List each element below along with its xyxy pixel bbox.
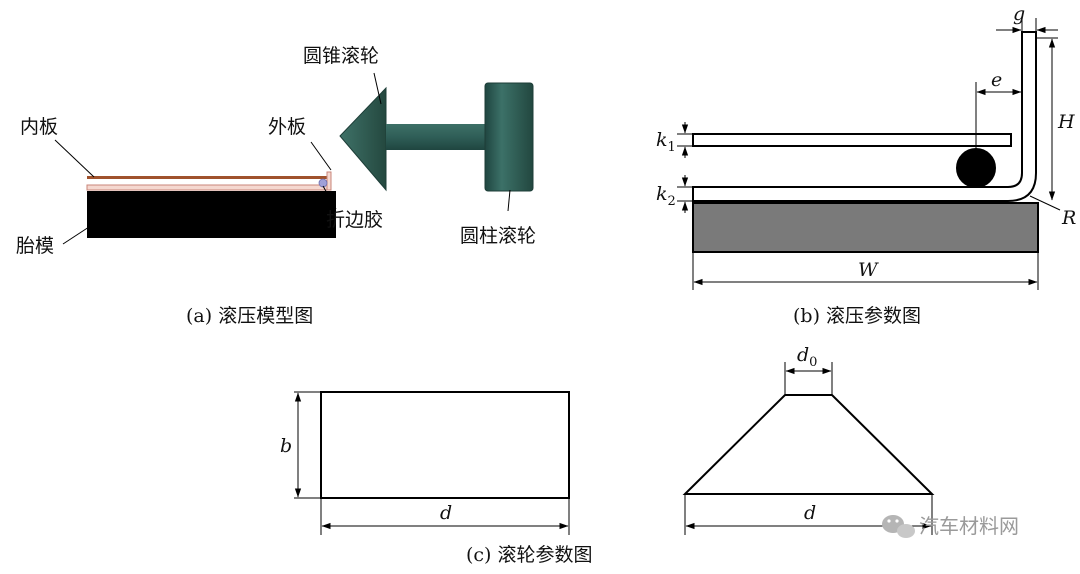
caption-b: (b) 滚压参数图 bbox=[793, 305, 921, 327]
inner-panel-body bbox=[87, 176, 329, 179]
panel-b bbox=[692, 31, 1039, 253]
leader-outer-panel bbox=[310, 141, 332, 171]
label-w: W bbox=[858, 259, 879, 281]
label-g: g bbox=[1013, 3, 1025, 25]
label-r: R bbox=[1061, 207, 1076, 229]
label-inner-panel: 内板 bbox=[20, 116, 58, 138]
caption-a: (a) 滚压模型图 bbox=[186, 305, 313, 327]
label-d0-sub: 0 bbox=[809, 355, 817, 370]
roller-shaft bbox=[386, 124, 486, 150]
base-block bbox=[692, 202, 1039, 253]
cone-roller-shape bbox=[339, 86, 387, 192]
label-k2-base: k bbox=[656, 183, 668, 205]
panel-c-labels: b d d d0 (c) 滚轮参数图 bbox=[280, 344, 817, 566]
panel-b-labels: g e H R W k1 k2 (b) 滚压参数图 bbox=[656, 3, 1076, 327]
cylinder-roller-shape bbox=[484, 82, 534, 192]
outer-panel-flange bbox=[326, 171, 332, 191]
label-b: b bbox=[280, 435, 292, 457]
hem-roller-ball bbox=[956, 148, 996, 188]
caption-c: (c) 滚轮参数图 bbox=[466, 544, 593, 566]
wechat-icon bbox=[882, 515, 915, 538]
panel-c bbox=[294, 362, 935, 535]
label-outer-panel: 外板 bbox=[268, 116, 306, 138]
label-k2-sub: 2 bbox=[668, 194, 676, 209]
r-leader bbox=[1029, 195, 1061, 211]
upper-panel bbox=[692, 133, 1012, 147]
label-k1-sub: 1 bbox=[668, 140, 676, 155]
watermark: 汽车材料网 bbox=[882, 514, 1019, 538]
label-k1-base: k bbox=[656, 129, 668, 151]
leader-inner-panel bbox=[54, 139, 95, 178]
outer-panel-body bbox=[86, 184, 328, 191]
leader-cone-roller bbox=[373, 72, 382, 105]
cone-profile bbox=[682, 394, 935, 495]
cylinder-profile bbox=[320, 391, 570, 499]
label-d0: d0 bbox=[797, 344, 817, 370]
hem-adhesive-bead bbox=[318, 178, 328, 188]
panel-b-dimensions bbox=[677, 18, 1061, 290]
leader-adhesive bbox=[322, 185, 337, 210]
label-d-left: d bbox=[440, 502, 452, 524]
leader-die bbox=[62, 224, 93, 245]
panel-a: 内板 外板 圆锥滚轮 折边胶 胎模 圆柱滚轮 (a) 滚压模型图 bbox=[16, 45, 536, 327]
label-d-right: d bbox=[804, 502, 816, 524]
label-hem-adhesive: 折边胶 bbox=[326, 209, 383, 231]
label-cylinder-roller: 圆柱滚轮 bbox=[460, 225, 536, 247]
label-k2: k2 bbox=[656, 183, 676, 209]
label-k1: k1 bbox=[656, 129, 676, 155]
label-h: H bbox=[1057, 111, 1075, 133]
label-cone-roller: 圆锥滚轮 bbox=[303, 45, 379, 67]
leader-cylinder-roller bbox=[507, 189, 511, 212]
watermark-text: 汽车材料网 bbox=[919, 514, 1019, 538]
die-block bbox=[87, 191, 336, 238]
label-e: e bbox=[991, 69, 1002, 91]
label-d0-base: d bbox=[797, 344, 809, 366]
label-die: 胎模 bbox=[16, 235, 54, 257]
